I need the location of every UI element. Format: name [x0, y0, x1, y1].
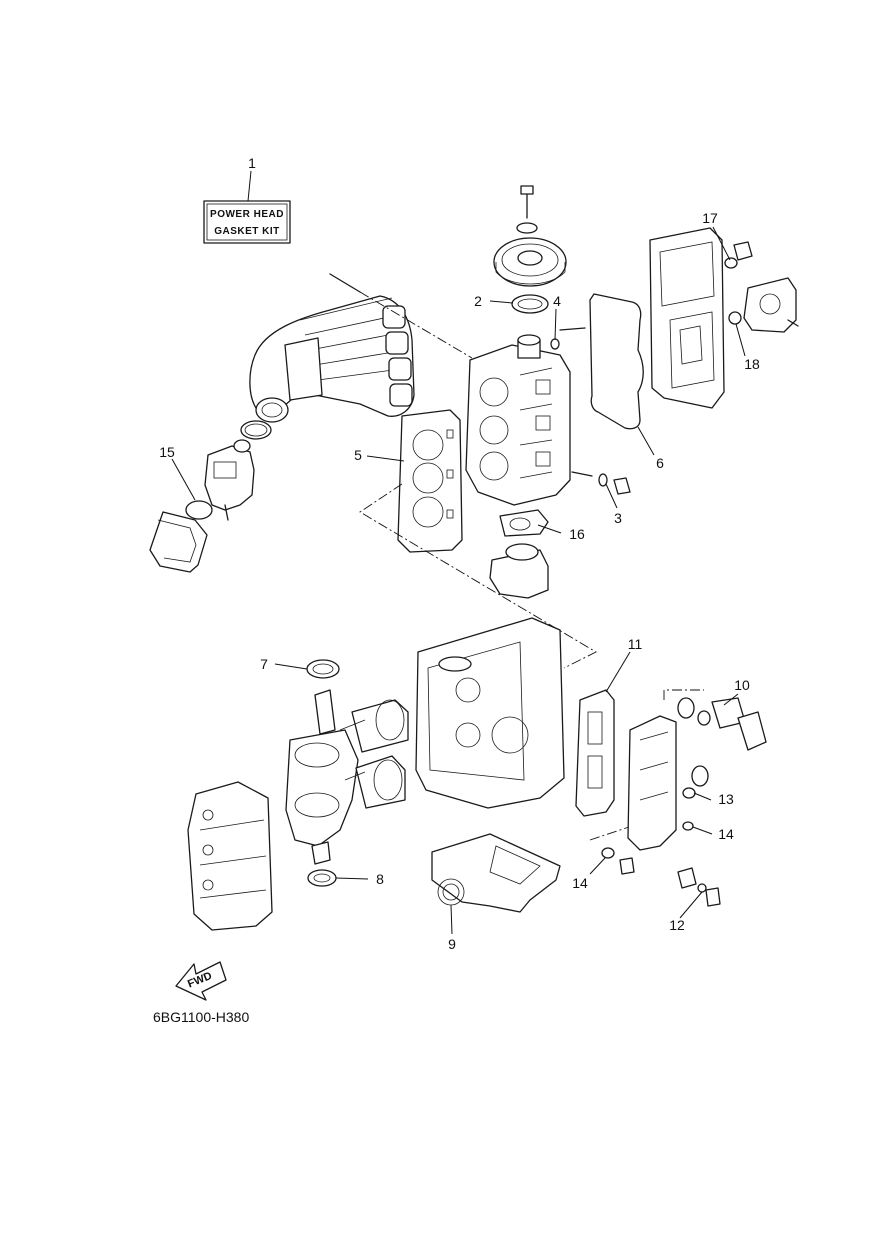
kit-label-line2: GASKET KIT [214, 226, 280, 237]
head-cover-gasket [589, 293, 644, 430]
cylinder-head-cover [649, 227, 725, 409]
gasket-kit-box: POWER HEAD GASKET KIT [203, 200, 291, 244]
oil-seal-crank-bottom [307, 869, 337, 887]
cylinder-head-gasket [397, 409, 463, 553]
callout-12: 12 [669, 917, 685, 933]
cam-pulley [493, 185, 567, 287]
callout-10: 10 [734, 677, 750, 693]
fuel-pump [724, 241, 799, 333]
callout-18: 18 [744, 356, 760, 372]
crankcase-bottom-gasket [431, 833, 561, 913]
callout-16: 16 [569, 526, 585, 542]
callout-14-right: 14 [718, 826, 734, 842]
callout-3: 3 [614, 510, 622, 526]
thermostat-parts [489, 509, 549, 599]
callout-17: 17 [702, 210, 718, 226]
callout-4: 4 [553, 293, 561, 309]
callout-5: 5 [354, 447, 362, 463]
exhaust-cover [187, 781, 273, 931]
callout-14-left: 14 [572, 875, 588, 891]
exhaust-gasket [575, 689, 615, 817]
diagram-code: 6BG1100-H380 [153, 1009, 249, 1025]
callout-2: 2 [474, 293, 482, 309]
cylinder-head [465, 327, 593, 506]
intake-manifold [240, 273, 415, 440]
callout-9: 9 [448, 936, 456, 952]
fwd-arrow: FWD [175, 961, 227, 1001]
carburetor [149, 439, 255, 573]
callout-6: 6 [656, 455, 664, 471]
crankcase-block [415, 617, 565, 809]
callout-8: 8 [376, 871, 384, 887]
kit-label-line1: POWER HEAD [210, 209, 284, 220]
temperature-switch-parts [550, 338, 631, 495]
callout-7: 7 [260, 656, 268, 672]
callout-numbers: 1 2 3 4 5 6 7 8 9 10 11 12 13 14 14 15 1… [159, 155, 760, 952]
crankshaft-pistons [285, 689, 409, 865]
callout-11: 11 [628, 636, 643, 652]
bracket-assembly [601, 697, 767, 907]
callout-1: 1 [248, 155, 256, 171]
callout-15: 15 [159, 444, 175, 460]
leader-lines [171, 170, 746, 935]
oil-seal-crank-top [306, 659, 340, 679]
oil-seal-upper [511, 294, 549, 314]
callout-13: 13 [718, 791, 734, 807]
